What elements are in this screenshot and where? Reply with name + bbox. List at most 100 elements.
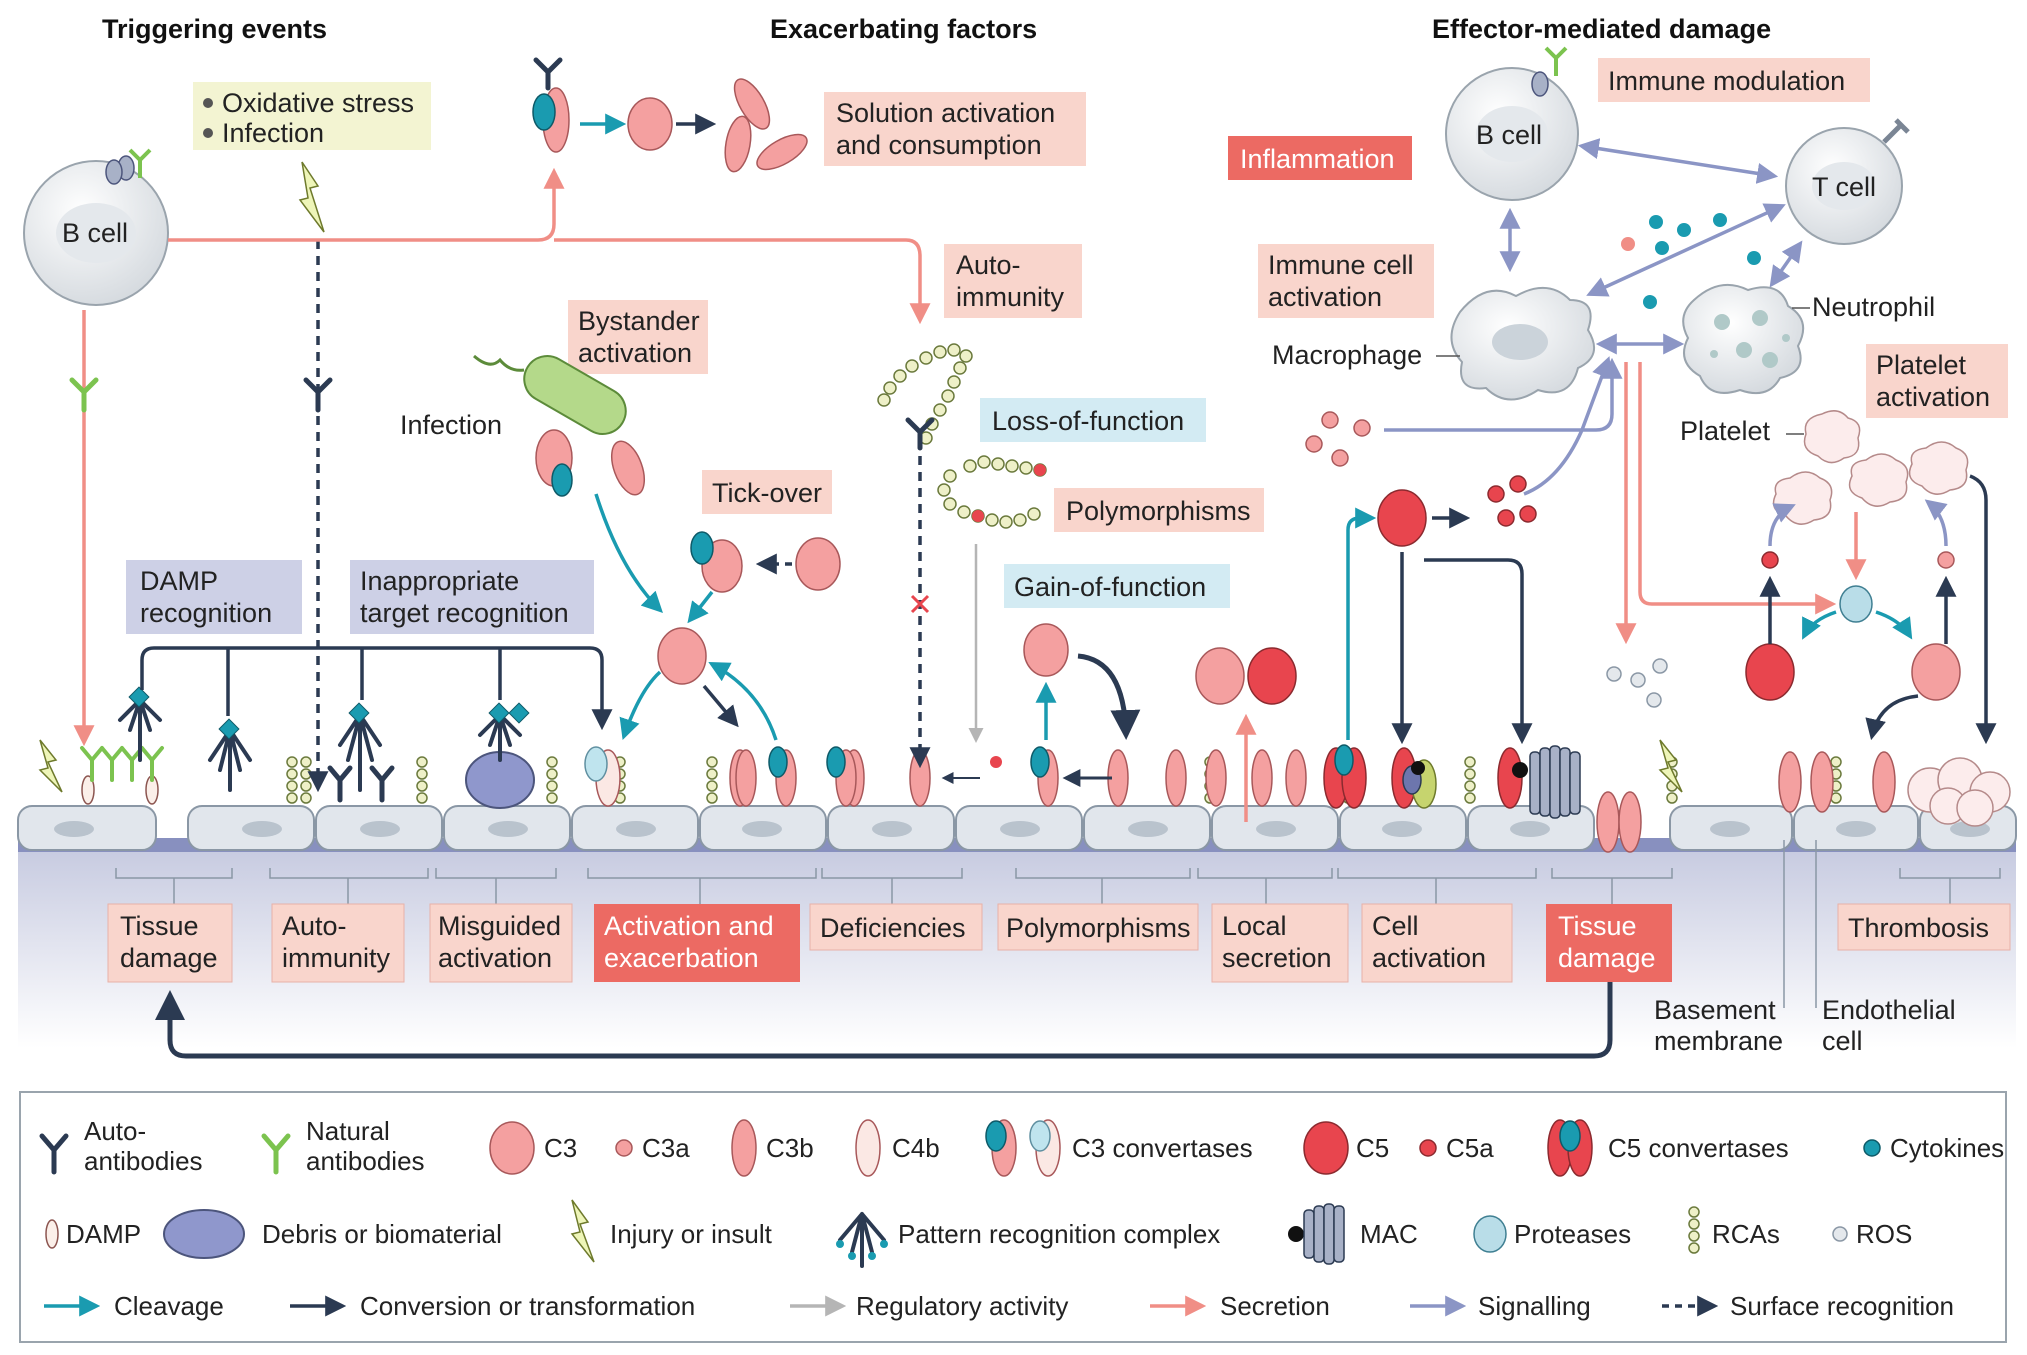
conversion-arrow xyxy=(1077,653,1141,740)
bcell-left-label: B cell xyxy=(62,218,128,248)
autoantibody-icon xyxy=(905,417,935,451)
macrophage: Macrophage xyxy=(1272,287,1596,401)
legend-ros: ROS xyxy=(1856,1219,1912,1249)
legend-c5a-icon xyxy=(1419,1139,1437,1157)
legend-c5: C5 xyxy=(1356,1133,1389,1163)
c3-molecule xyxy=(627,97,673,151)
autoantibody-icon xyxy=(303,377,333,413)
cleavage-arrow xyxy=(1346,507,1377,740)
label-platelet-act xyxy=(1866,344,2008,418)
legend-proteases: Proteases xyxy=(1514,1219,1631,1249)
bottom-deficiencies-text: Deficiencies xyxy=(820,913,966,943)
cleavage-arrow xyxy=(594,493,663,613)
label-lof xyxy=(980,398,1206,442)
surface-c3-convertase xyxy=(584,746,1059,807)
bacterium-icon xyxy=(473,354,646,497)
label-basement-2: membrane xyxy=(1654,1026,1783,1056)
cleavage-arrow xyxy=(1875,610,1913,640)
pattern-recognition-complexes xyxy=(118,698,522,792)
bottom-misguided xyxy=(429,903,573,983)
bottom-tissue-2: damage xyxy=(120,943,218,973)
label-endo-2: cell xyxy=(1822,1026,1863,1056)
bottom-activation-exacerbation xyxy=(594,904,800,982)
bottom-tissue-damage xyxy=(107,903,233,983)
bottom-tissue-1: Tissue xyxy=(120,911,199,941)
signalling-arrow xyxy=(1384,357,1623,432)
natural-antibody-cluster xyxy=(80,746,164,782)
injury-icon xyxy=(38,739,1683,793)
label-tickover xyxy=(702,470,832,514)
rca-surface-dot xyxy=(990,756,1002,768)
legend-autoab-1: Auto- xyxy=(84,1116,146,1146)
legend-cytokines: Cytokines xyxy=(1890,1133,2004,1163)
bracket-lines xyxy=(115,840,2001,1008)
legend-conversion: Conversion or transformation xyxy=(360,1291,695,1321)
header-exacerbating: Exacerbating factors xyxy=(770,14,1037,44)
legend-c3a: C3a xyxy=(642,1133,690,1163)
label-infection: Infection xyxy=(400,410,502,440)
legend-c3b-icon xyxy=(731,1119,757,1177)
neutrophil-label: Neutrophil xyxy=(1812,292,1935,322)
label-solution xyxy=(824,92,1086,166)
platelets-activated xyxy=(1772,441,1969,525)
legend-c3-icon xyxy=(489,1121,535,1175)
trigger-box xyxy=(193,82,431,150)
c5-molecule xyxy=(1247,647,1297,705)
prc-heads xyxy=(128,686,530,740)
legend-autoab-2: antibodies xyxy=(84,1146,203,1176)
feedback-arrow xyxy=(155,982,1613,1059)
solution-convertase xyxy=(532,57,570,153)
legend-natab-2: antibodies xyxy=(306,1146,425,1176)
label-inappropriate xyxy=(350,560,594,634)
legend-rcas: RCAs xyxy=(1712,1219,1780,1249)
legend-c3b: C3b xyxy=(766,1133,814,1163)
bottom-polymorphisms-text: Polymorphisms xyxy=(1006,913,1191,943)
tcell-label: T cell xyxy=(1812,172,1876,202)
label-lof-text: Loss-of-function xyxy=(992,406,1184,436)
c3b-molecule xyxy=(733,78,771,130)
bcell-right-label: B cell xyxy=(1476,120,1542,150)
surface-autoantibodies xyxy=(327,765,395,803)
secretion-arrow xyxy=(1638,362,1837,615)
bottom-local-2: secretion xyxy=(1222,943,1332,973)
c3-molecule xyxy=(795,537,841,591)
label-bystander-1: Bystander xyxy=(578,306,700,336)
label-gof xyxy=(1004,564,1230,608)
legend-c5-convertase-icon xyxy=(1547,1119,1593,1177)
bottom-cellact-2: activation xyxy=(1372,943,1486,973)
label-immune-cell-1: Immune cell xyxy=(1268,250,1414,280)
mutation-dot xyxy=(972,510,984,522)
cleavage-arrow xyxy=(1802,610,1837,640)
signalling-arrow xyxy=(1768,503,1796,547)
legend-mac-icon xyxy=(1288,1203,1345,1265)
macrophage-label: Macrophage xyxy=(1272,340,1422,370)
label-immune-cell-2: activation xyxy=(1268,282,1382,312)
legend-c3a-icon xyxy=(615,1139,633,1157)
bullet-icon xyxy=(203,98,213,108)
label-solution-1: Solution activation xyxy=(836,98,1055,128)
legend-mac: MAC xyxy=(1360,1219,1418,1249)
label-inflammation-text: Inflammation xyxy=(1240,144,1395,174)
bottom-deficiencies xyxy=(809,903,983,951)
c3-molecule xyxy=(1195,647,1245,705)
legend-ros-icon xyxy=(1832,1226,1848,1242)
legend-c3-convertase-icon xyxy=(985,1119,1061,1177)
c3a-dot xyxy=(1937,551,1955,569)
mac-pore xyxy=(1529,745,1581,819)
legend-cleavage: Cleavage xyxy=(114,1291,224,1321)
legend-debris: Debris or biomaterial xyxy=(262,1219,502,1249)
natural-antibody-icon xyxy=(69,377,99,413)
legend-protease-icon xyxy=(1473,1215,1507,1253)
label-polymorphisms-text: Polymorphisms xyxy=(1066,496,1251,526)
label-immune-mod-text: Immune modulation xyxy=(1608,66,1845,96)
protease xyxy=(1839,585,1873,623)
platelet-label: Platelet xyxy=(1680,416,1771,446)
c5-molecule xyxy=(1745,643,1795,701)
trigger-infection: Infection xyxy=(222,118,324,148)
bottom-autoimm-2: immunity xyxy=(282,943,391,973)
c3a-dots xyxy=(1305,411,1371,467)
injury-icon xyxy=(298,161,325,233)
label-immune-cell xyxy=(1258,244,1434,318)
header-effector: Effector-mediated damage xyxy=(1432,14,1771,44)
signalling-arrow xyxy=(1523,356,1612,496)
